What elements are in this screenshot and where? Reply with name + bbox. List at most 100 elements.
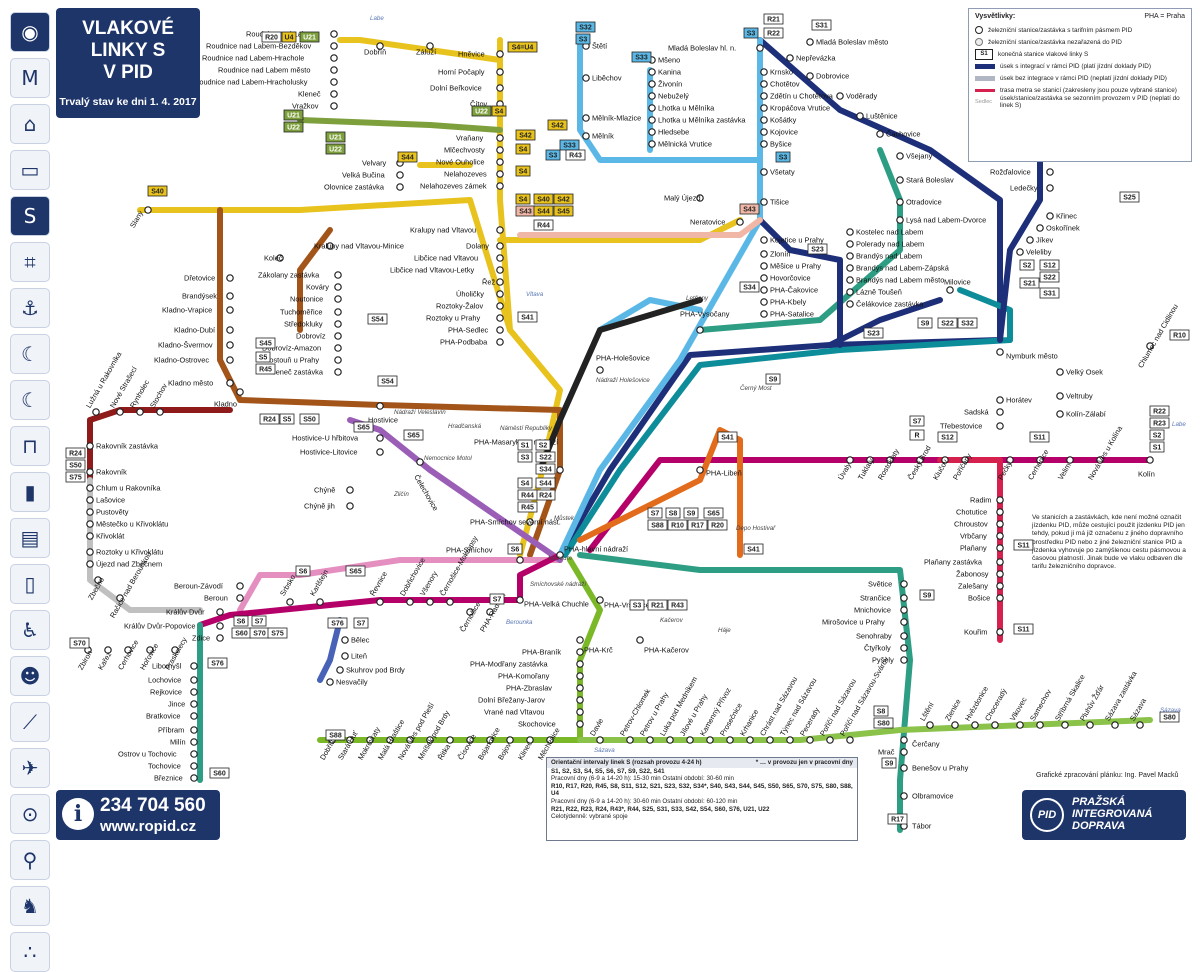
station[interactable]: Příbram bbox=[158, 726, 198, 735]
station[interactable]: Chlum u Rakovníka bbox=[86, 484, 162, 493]
station-dot[interactable] bbox=[496, 338, 504, 346]
station-dot[interactable] bbox=[486, 608, 494, 616]
rail-line-s2-east[interactable] bbox=[957, 287, 1013, 343]
station-dot[interactable] bbox=[886, 456, 894, 464]
rail-line-s11[interactable] bbox=[937, 457, 1003, 643]
station[interactable]: Kladno-Švermov bbox=[158, 341, 234, 350]
line-badge[interactable]: S42 bbox=[553, 193, 574, 205]
station-dot[interactable] bbox=[648, 68, 656, 76]
station-dot[interactable] bbox=[190, 762, 198, 770]
station[interactable]: Rakovník bbox=[86, 468, 127, 477]
ferry-icon[interactable]: ⚓ bbox=[10, 288, 50, 328]
station-dot[interactable] bbox=[760, 168, 768, 176]
station-dot[interactable] bbox=[226, 326, 234, 334]
line-badge[interactable]: S80 bbox=[873, 717, 894, 729]
rail-line-s21[interactable] bbox=[997, 147, 1043, 343]
station-dot[interactable] bbox=[736, 218, 744, 226]
station[interactable]: Chotutice bbox=[956, 508, 1004, 517]
station[interactable]: Kouřim bbox=[964, 628, 1004, 637]
station-dot[interactable] bbox=[786, 736, 794, 744]
station[interactable]: Křivoklát bbox=[86, 532, 125, 541]
rail-line-s9-east[interactable] bbox=[697, 147, 903, 333]
station-dot[interactable] bbox=[1146, 342, 1154, 350]
station[interactable]: Brandýs nad Labem bbox=[846, 252, 922, 261]
line-badge[interactable]: S54 bbox=[367, 313, 388, 325]
line-badge[interactable]: S60 bbox=[231, 627, 252, 639]
line-badge[interactable]: R22 bbox=[763, 27, 784, 39]
station-dot[interactable] bbox=[760, 286, 768, 294]
line-badge[interactable]: R23 bbox=[1149, 417, 1170, 429]
station-dot[interactable] bbox=[991, 721, 999, 729]
dog-icon[interactable]: ♞ bbox=[10, 886, 50, 926]
station[interactable]: PHA-Modřany zastávka bbox=[470, 660, 584, 669]
station-dot[interactable] bbox=[636, 636, 644, 644]
line-badge[interactable]: S2 bbox=[1149, 429, 1165, 441]
line-badge[interactable]: S2 bbox=[535, 439, 551, 451]
station-dot[interactable] bbox=[951, 721, 959, 729]
station-dot[interactable] bbox=[506, 736, 514, 744]
station-dot[interactable] bbox=[746, 736, 754, 744]
station-dot[interactable] bbox=[416, 458, 424, 466]
station-dot[interactable] bbox=[406, 598, 414, 606]
station-dot[interactable] bbox=[996, 408, 1004, 416]
line-badge[interactable]: U21 bbox=[283, 109, 304, 121]
station[interactable]: Bošice bbox=[968, 594, 1004, 603]
station-dot[interactable] bbox=[756, 44, 764, 52]
rail-line-s2[interactable] bbox=[562, 337, 1013, 558]
station[interactable]: Voděrady bbox=[836, 92, 878, 101]
cable-car-icon[interactable]: ⌗ bbox=[10, 242, 50, 282]
station[interactable]: Lhotka u Mělníka zastávka bbox=[648, 116, 747, 125]
station-dot[interactable] bbox=[576, 708, 584, 716]
station[interactable]: Brandýsek bbox=[182, 292, 234, 301]
station[interactable]: Chýně jih bbox=[304, 502, 354, 511]
station[interactable]: Hvězdonice bbox=[963, 685, 990, 729]
station[interactable]: Sadská bbox=[964, 408, 1004, 417]
station[interactable]: Kařez bbox=[96, 646, 114, 672]
station[interactable]: Luštěnice bbox=[856, 112, 898, 121]
line-badge[interactable]: R10 bbox=[667, 519, 688, 531]
station-dot[interactable] bbox=[406, 736, 414, 744]
line-badge[interactable]: S70 bbox=[69, 637, 90, 649]
rail-line-s1[interactable] bbox=[557, 337, 1003, 558]
station-dot[interactable] bbox=[486, 736, 494, 744]
station[interactable]: Libomyšl bbox=[152, 662, 198, 671]
station[interactable]: Hněvice bbox=[458, 50, 504, 59]
station[interactable]: Roztoky u Prahy bbox=[426, 314, 504, 323]
station-dot[interactable] bbox=[496, 290, 504, 298]
line-badge[interactable]: S31 bbox=[1039, 287, 1060, 299]
line-badge[interactable]: S23 bbox=[863, 327, 884, 339]
station-dot[interactable] bbox=[330, 54, 338, 62]
station-dot[interactable] bbox=[1056, 392, 1064, 400]
line-badge[interactable]: R24 bbox=[65, 447, 86, 459]
station[interactable]: Vrané nad Vltavou bbox=[484, 708, 584, 717]
station-dot[interactable] bbox=[760, 250, 768, 258]
station[interactable]: Dobrovice bbox=[806, 72, 849, 81]
station[interactable]: Lhotka u Mělníka bbox=[648, 104, 715, 113]
station[interactable]: Strančice bbox=[860, 594, 908, 603]
station-dot[interactable] bbox=[1086, 721, 1094, 729]
station-dot[interactable] bbox=[900, 618, 908, 626]
station[interactable]: Benešov u Prahy bbox=[900, 764, 969, 773]
line-badge[interactable]: S6 bbox=[233, 615, 249, 627]
station[interactable]: Plaňany zastávka bbox=[924, 558, 1004, 567]
line-badge[interactable]: S22 bbox=[937, 317, 958, 329]
station-dot[interactable] bbox=[190, 676, 198, 684]
station[interactable]: Nová Ves u Kolína bbox=[1086, 424, 1125, 482]
station-dot[interactable] bbox=[900, 748, 908, 756]
station[interactable]: Kladno-Ostrovec bbox=[154, 356, 234, 365]
line-badge[interactable]: S12 bbox=[1039, 259, 1060, 271]
line-badge[interactable]: S9 bbox=[919, 589, 935, 601]
station[interactable]: Olbramovice bbox=[900, 792, 954, 801]
line-badge[interactable]: S40 bbox=[147, 185, 168, 197]
line-badge[interactable]: S34 bbox=[739, 281, 760, 293]
line-badge[interactable]: S60 bbox=[209, 767, 230, 779]
station-dot[interactable] bbox=[496, 302, 504, 310]
station[interactable]: Kralupy nad Vltavou-Minice bbox=[314, 242, 404, 251]
rail-line-s76[interactable] bbox=[317, 617, 343, 683]
rail-line-s54[interactable] bbox=[297, 227, 333, 333]
station-dot[interactable] bbox=[104, 646, 112, 654]
station-dot[interactable] bbox=[996, 628, 1004, 636]
station-dot[interactable] bbox=[760, 140, 768, 148]
line-badge[interactable]: S5 bbox=[279, 413, 295, 425]
station-dot[interactable] bbox=[86, 508, 94, 516]
